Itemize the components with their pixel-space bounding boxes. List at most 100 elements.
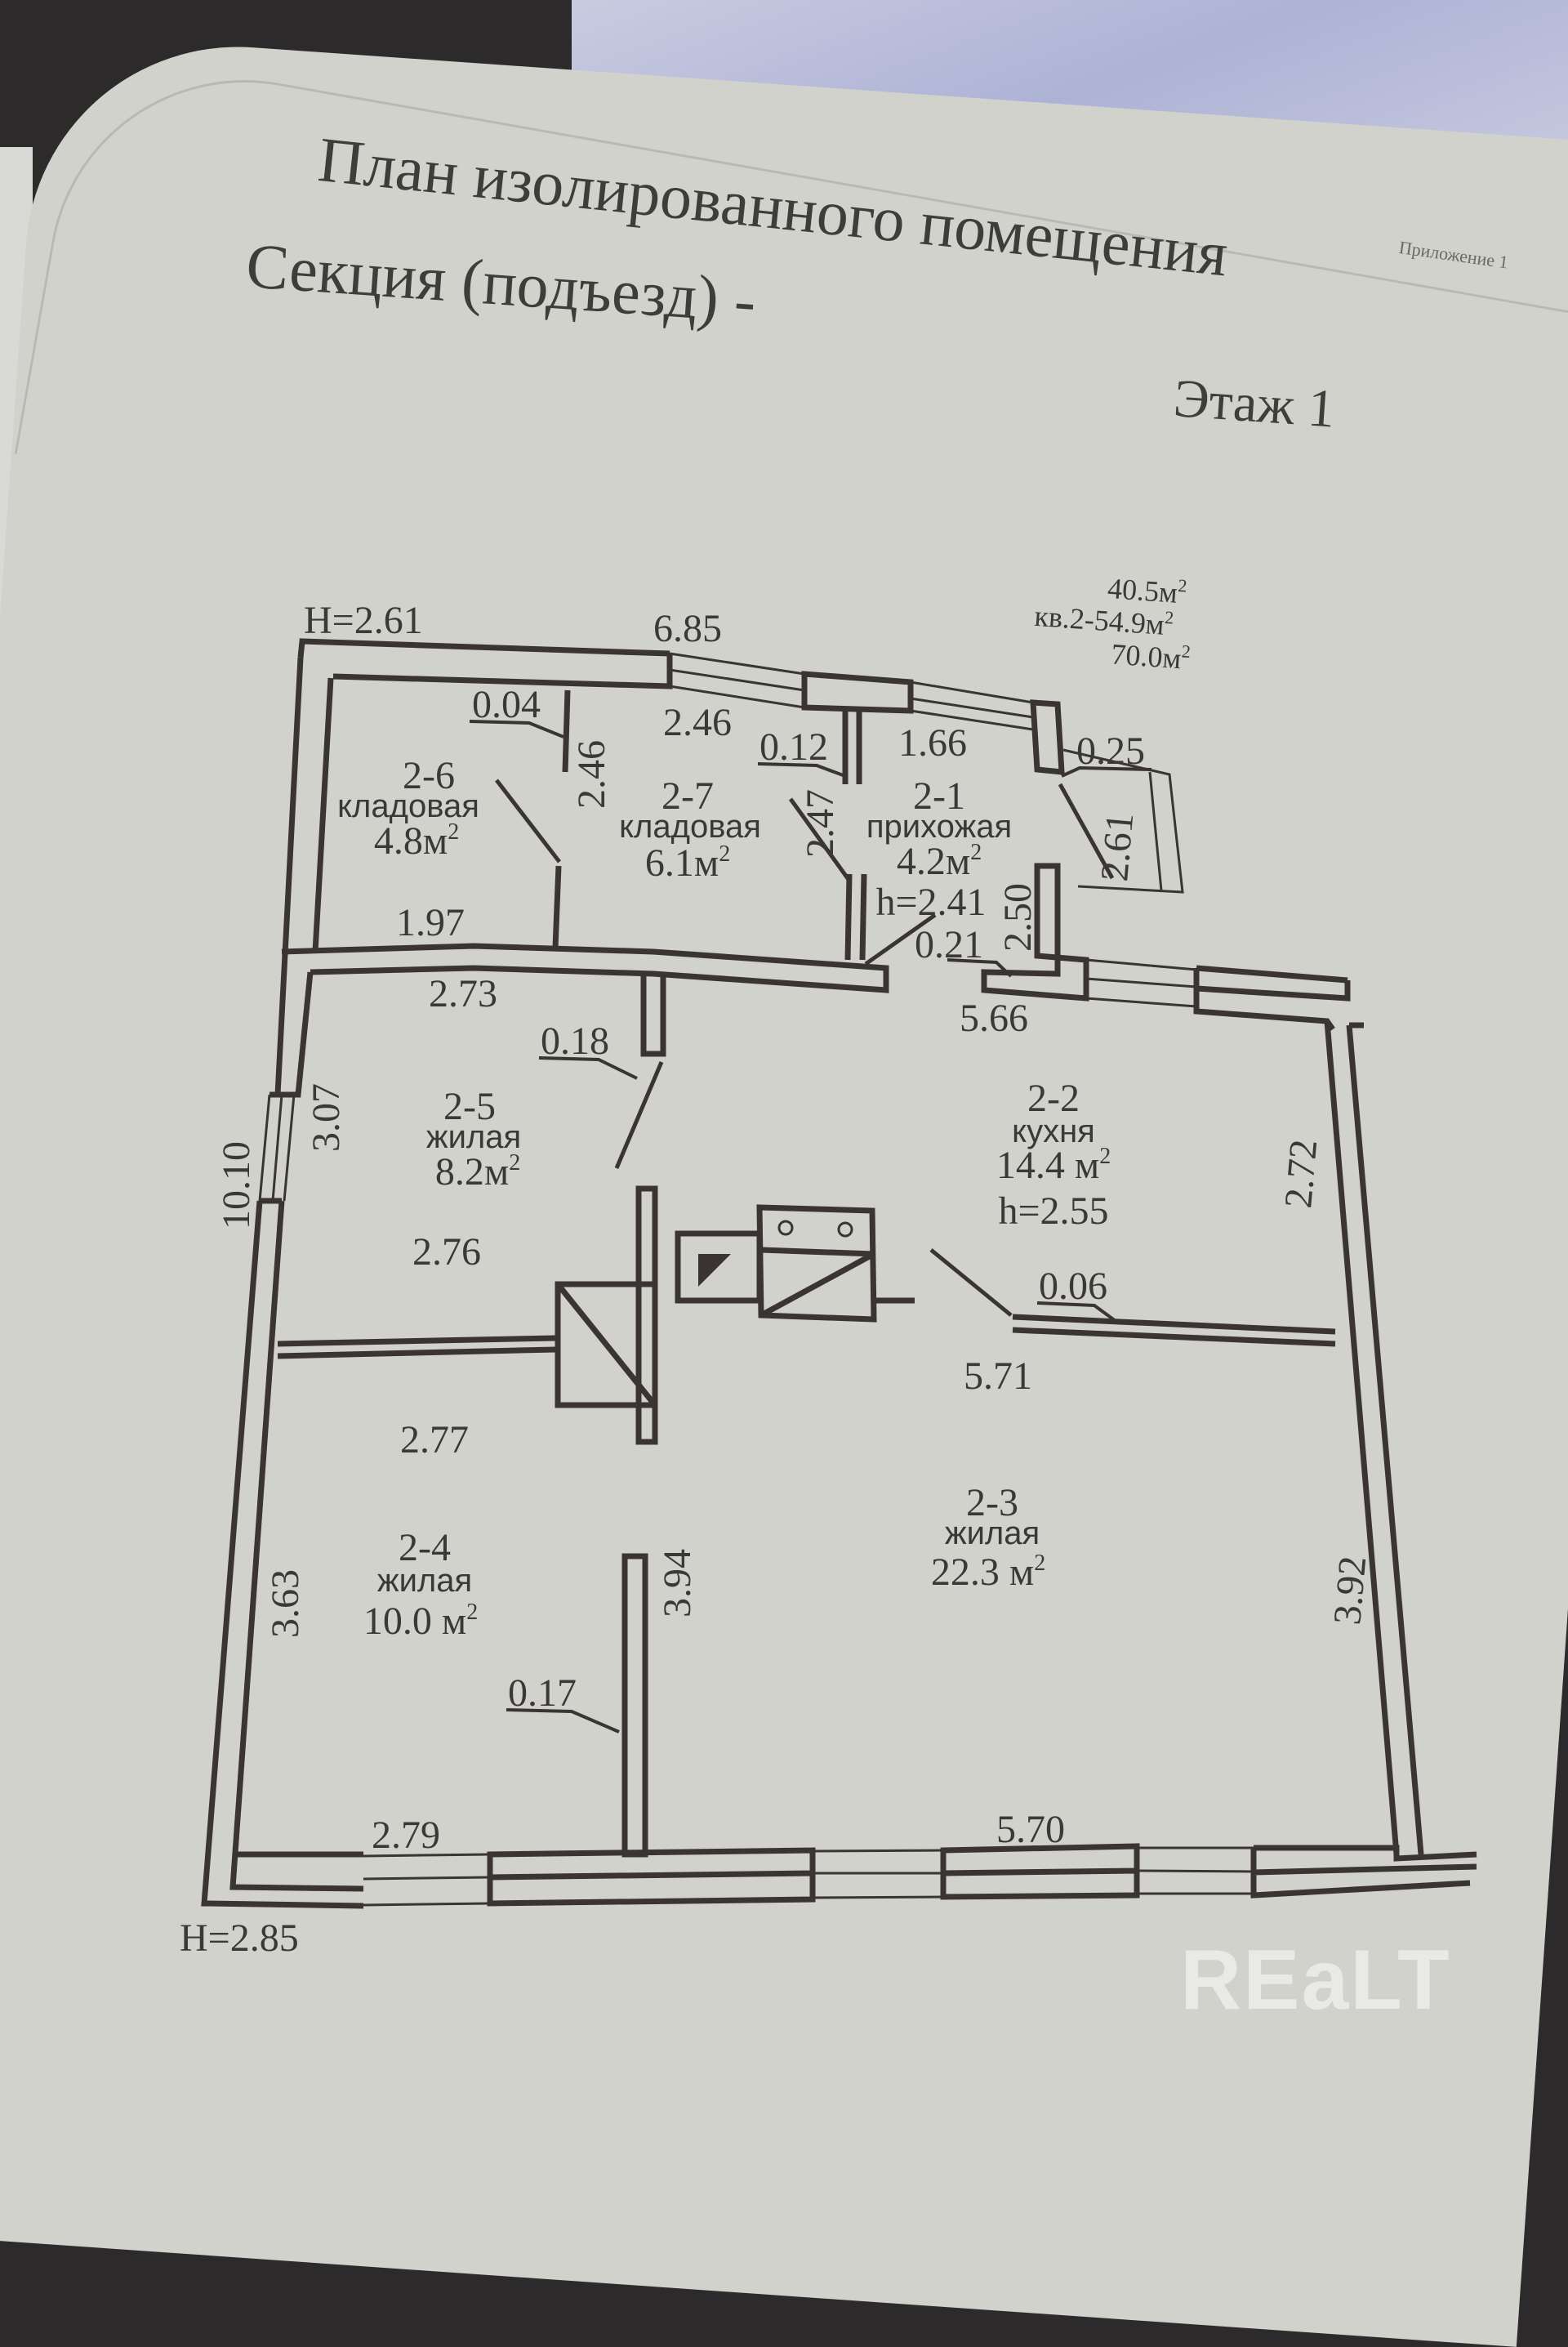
partition-2-4-2-3 [621, 1553, 648, 1858]
window-top-left [669, 652, 805, 709]
leader-0-17 [506, 1708, 620, 1733]
wall-storeroom-bottom [281, 943, 889, 993]
room-id: 2-1 [913, 774, 965, 818]
dim-2-77: 2.77 [400, 1418, 469, 1461]
dim-2-72: 2.72 [1276, 1138, 1325, 1210]
wall-left-upper-inner [270, 971, 314, 1098]
dim-3-92: 3.92 [1325, 1555, 1374, 1626]
wall-bottom-right [1250, 1845, 1477, 1899]
wall-left-outer [274, 657, 334, 1095]
room-2-3: 2-3 жилая 22.3 м2 [931, 1481, 1045, 1594]
room-height: h=2.55 [998, 1189, 1108, 1233]
window-bottom-2 [812, 1849, 944, 1899]
door-2-2 [929, 1248, 1013, 1317]
dim-0-25: 0.25 [1076, 730, 1145, 773]
stove-body [555, 1281, 658, 1408]
room-2-1: 2-1 прихожая 4.2м2 h=2.41 [866, 774, 1012, 924]
room-id: 2-4 [399, 1526, 451, 1569]
dim-3-63: 3.63 [264, 1569, 307, 1638]
total-line-1: 40.5м2 [1107, 570, 1187, 610]
dim-10-10: 10.10 [215, 1141, 258, 1229]
room-name: кладовая [337, 788, 479, 824]
wall-top-mid [332, 654, 673, 689]
room-2-6: 2-6 кладовая 4.8м2 [337, 754, 479, 863]
wall-top-outer [297, 638, 670, 658]
dim-2-46-vert: 2.46 [570, 740, 613, 809]
room-2-5: 2-5 жилая 8.2м2 [426, 1085, 521, 1194]
interior-walls [277, 974, 1336, 1858]
dim-top-total: 6.85 [653, 607, 722, 650]
room-area: 8.2м2 [435, 1150, 520, 1194]
dim-2-50: 2.50 [996, 883, 1040, 952]
wall-bottom [487, 1847, 816, 1907]
door-entrance [1058, 783, 1115, 880]
dim-2-61: 2.61 [1093, 811, 1142, 883]
room-2-4: 2-4 жилая 10.0 м2 [363, 1526, 478, 1643]
dim-5-71: 5.71 [964, 1354, 1032, 1398]
total-line-2: кв.2-54.9м2 [1033, 598, 1174, 642]
door-2-6 [495, 779, 561, 863]
door-2-1 [864, 912, 937, 966]
leader-0-18 [538, 1056, 638, 1080]
window-bottom-3 [1136, 1846, 1254, 1895]
room-2-2: 2-2 кухня 14.4 м2 h=2.55 [996, 1077, 1111, 1233]
room-id: 2-2 [1027, 1077, 1080, 1120]
dim-2-73: 2.73 [429, 972, 497, 1015]
floor-plan: H=2.61 H=2.85 40.5м2 кв.2-54.9м2 70.0м2 … [180, 570, 1477, 1960]
room-id: 2-5 [443, 1085, 496, 1128]
wall-right-outer [1324, 1020, 1424, 1855]
stairs-outline [1062, 748, 1184, 894]
total-line-3: 70.0м2 [1110, 636, 1191, 676]
dim-2-79: 2.79 [372, 1814, 440, 1857]
wall-hallway-divider [842, 711, 867, 961]
outer-walls [201, 638, 1477, 1909]
cooktop [756, 1204, 915, 1323]
room-name: жилая [426, 1119, 521, 1155]
room-area: 14.4 м2 [996, 1144, 1111, 1187]
room-name: кухня [1012, 1113, 1095, 1149]
burner-1 [777, 1220, 794, 1236]
area-totals: 40.5м2 кв.2-54.9м2 70.0м2 [1033, 570, 1191, 676]
window-left [258, 1094, 296, 1202]
window-top-right [910, 680, 1034, 731]
wall-top-right [1193, 965, 1351, 1032]
dim-2-46-top: 2.46 [663, 701, 732, 744]
partition-2-2-2-3 [1012, 1314, 1336, 1347]
wall-bottom-mid [940, 1843, 1140, 1900]
burner-2 [837, 1221, 853, 1238]
room-name: кладовая [619, 809, 761, 845]
height-top: H=2.61 [304, 599, 423, 642]
room-area: 4.8м2 [374, 819, 459, 863]
room-name: жилая [945, 1515, 1040, 1551]
wall-storeroom-divider [552, 689, 571, 948]
leader-0-21 [947, 958, 1013, 978]
wall-entrance [981, 863, 1089, 1002]
dim-5-66: 5.66 [960, 997, 1028, 1040]
leader-0-12 [757, 762, 846, 778]
dim-0-04: 0.04 [472, 683, 541, 726]
dim-0-17: 0.17 [508, 1671, 577, 1715]
room-id: 2-7 [662, 774, 714, 818]
room-name: жилая [377, 1563, 472, 1599]
partition-2-5-right [640, 974, 666, 1057]
room-id: 2-6 [403, 754, 455, 797]
entrance-pillar [1030, 699, 1065, 775]
height-bottom: H=2.85 [180, 1916, 299, 1960]
partition-2-5-2-4 [277, 1335, 556, 1359]
wall-left-lower [201, 1198, 364, 1909]
window-entrance [1085, 958, 1197, 1008]
room-height: h=2.41 [875, 881, 986, 924]
leader-0-04 [469, 720, 564, 738]
dim-0-21: 0.21 [915, 923, 983, 966]
dim-0-12: 0.12 [760, 725, 828, 769]
dim-5-70: 5.70 [996, 1808, 1065, 1851]
room-2-7: 2-7 кладовая 6.1м2 [619, 774, 761, 885]
doors [495, 779, 1115, 1317]
dim-0-18: 0.18 [541, 1020, 609, 1063]
dim-0-06: 0.06 [1039, 1265, 1107, 1308]
door-2-7 [788, 797, 852, 882]
room-area: 4.2м2 [897, 840, 982, 883]
realt-watermark-logo: REaLT [1180, 1933, 1451, 2028]
room-area: 10.0 м2 [363, 1600, 478, 1643]
leader-0-06 [1036, 1301, 1120, 1325]
